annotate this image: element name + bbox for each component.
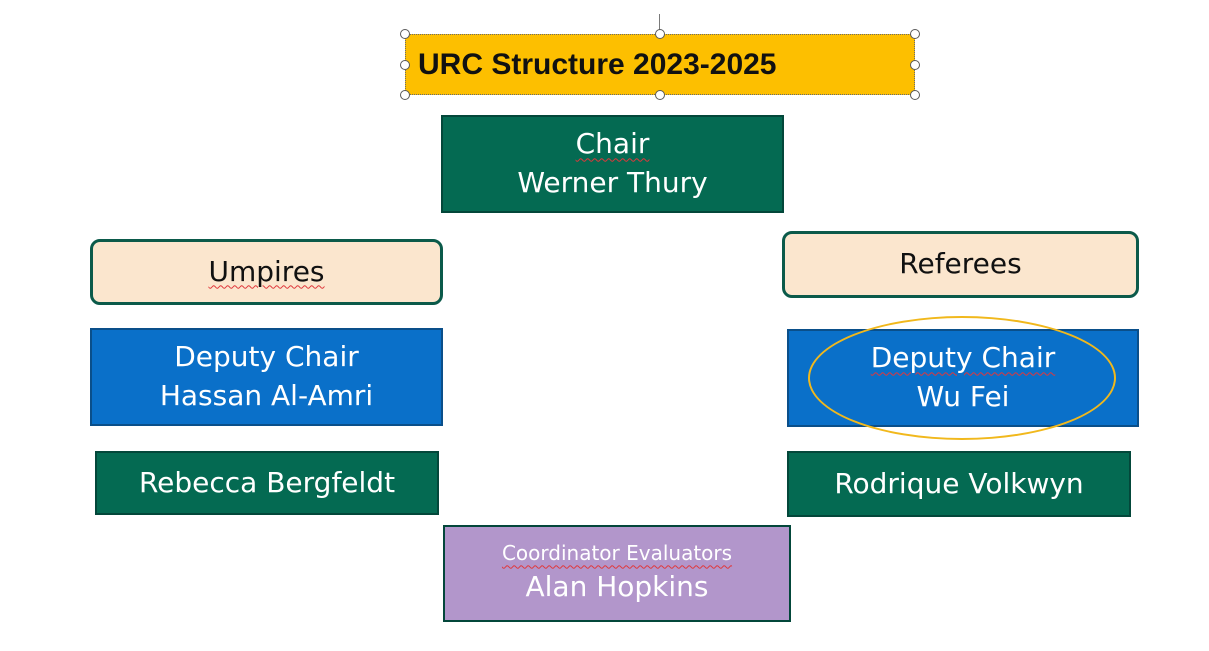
umpires-header-label: Umpires — [208, 254, 325, 288]
umpires-header-box[interactable]: Umpires — [90, 239, 443, 305]
referees-member-name: Rodrique Volkwyn — [834, 466, 1084, 500]
umpires-deputy-name: Hassan Al-Amri — [159, 379, 374, 412]
coordinator-box[interactable]: Coordinator Evaluators Alan Hopkins — [443, 525, 791, 622]
resize-handle-bottom-middle[interactable] — [655, 90, 665, 100]
coordinator-name: Alan Hopkins — [525, 569, 709, 603]
chair-role: Chair — [575, 127, 650, 161]
resize-handle-top-left[interactable] — [400, 29, 410, 39]
referees-header-label: Referees — [899, 247, 1022, 281]
umpires-member-box[interactable]: Rebecca Bergfeldt — [95, 451, 439, 515]
referees-header-box[interactable]: Referees — [782, 231, 1139, 298]
resize-handle-middle-left[interactable] — [400, 60, 410, 70]
chair-box[interactable]: Chair Werner Thury — [441, 115, 784, 213]
resize-handle-top-right[interactable] — [910, 29, 920, 39]
referees-deputy-name: Wu Fei — [916, 380, 1010, 413]
resize-handle-middle-right[interactable] — [910, 60, 920, 70]
title-textbox[interactable]: URC Structure 2023-2025 — [405, 34, 915, 95]
resize-handle-top-middle[interactable] — [655, 29, 665, 39]
rotate-handle-line[interactable] — [659, 14, 660, 32]
referees-member-box[interactable]: Rodrique Volkwyn — [787, 451, 1131, 517]
resize-handle-bottom-right[interactable] — [910, 90, 920, 100]
referees-deputy-role: Deputy Chair — [870, 341, 1056, 375]
umpires-deputy-role: Deputy Chair — [174, 340, 359, 374]
coordinator-role: Coordinator Evaluators — [501, 541, 733, 566]
referees-deputy-chair-box[interactable]: Deputy Chair Wu Fei — [787, 329, 1139, 427]
umpires-member-name: Rebecca Bergfeldt — [138, 465, 396, 499]
resize-handle-bottom-left[interactable] — [400, 90, 410, 100]
diagram-title: URC Structure 2023-2025 — [418, 47, 777, 81]
chair-name: Werner Thury — [517, 166, 708, 199]
umpires-deputy-chair-box[interactable]: Deputy Chair Hassan Al-Amri — [90, 328, 443, 426]
